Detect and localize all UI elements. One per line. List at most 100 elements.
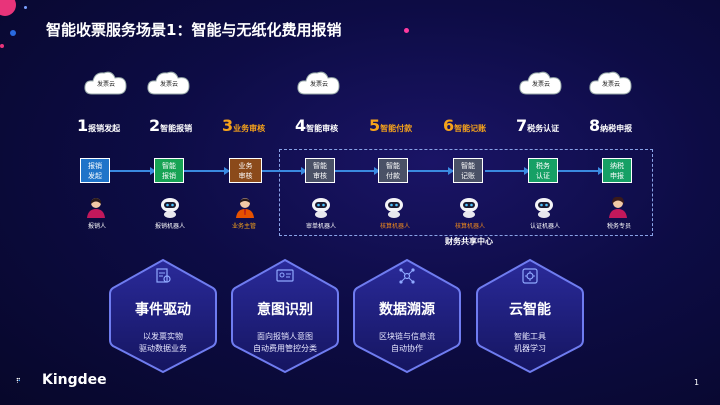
feature-hex-event-driven: 事件驱动 以发票实物 驱动数据业务 — [107, 257, 219, 375]
cloud-label: 发票云 — [309, 81, 328, 88]
box-line: 付款 — [386, 172, 400, 180]
cloud-label: 发票云 — [159, 81, 178, 88]
cloud-icon: 发票云 — [145, 67, 193, 97]
box-line: 税务 — [536, 162, 550, 170]
flow-arrow — [262, 167, 307, 175]
process-box-1: 报销发起 — [80, 158, 110, 183]
step-number: 1 — [77, 116, 89, 135]
actor-label: 认证机器人 — [530, 223, 561, 230]
id-card-icon — [276, 269, 294, 282]
cloud-icon: 发票云 — [587, 67, 635, 97]
box-line: 审核 — [313, 172, 327, 180]
step-4: 4智能审核 — [295, 116, 338, 135]
step-number: 4 — [295, 116, 307, 135]
step-label: 智能审核 — [306, 124, 339, 133]
hex-desc-line: 机器学习 — [514, 344, 546, 353]
actor-label: 核算机器人 — [455, 223, 486, 230]
shared-center-label: 财务共享中心 — [445, 237, 493, 246]
process-box-5: 智能付款 — [378, 158, 408, 183]
step-number: 3 — [222, 116, 234, 135]
flow-arrow — [110, 167, 156, 175]
hex-desc-line: 驱动数据业务 — [139, 344, 187, 353]
robot-icon — [158, 196, 182, 218]
hex-title: 云智能 — [509, 302, 551, 318]
process-box-8: 纳税申报 — [602, 158, 632, 183]
person-icon — [606, 196, 630, 218]
process-box-3: 业务审核 — [229, 158, 262, 183]
page-number: 1 — [694, 378, 700, 387]
step-3: 3业务审核 — [222, 116, 265, 135]
decor-dot — [0, 44, 4, 48]
hex-title: 事件驱动 — [135, 302, 191, 318]
actor-label: 报销人 — [88, 223, 107, 230]
step-label: 智能报销 — [160, 124, 193, 133]
hex-desc-line: 以发票实物 — [143, 332, 183, 341]
decor-dot — [0, 0, 16, 16]
step-label: 业务审核 — [233, 124, 266, 133]
hex-desc-line: 自动费用管控分类 — [253, 344, 317, 353]
step-label: 智能付款 — [380, 124, 413, 133]
step-label: 纳税申报 — [600, 124, 633, 133]
flow-arrow — [408, 167, 454, 175]
cloud-label: 发票云 — [96, 81, 115, 88]
hex-desc-line: 区块链与信息流 — [379, 332, 435, 341]
feature-hex-intent: 意图识别 面向报销人意图 自动费用管控分类 — [229, 257, 341, 375]
robot-icon — [309, 196, 333, 218]
process-box-2: 智能报销 — [154, 158, 184, 183]
box-line: 报销 — [88, 162, 102, 170]
box-line: 智能 — [313, 162, 327, 170]
flow-arrow — [485, 167, 530, 175]
decor-dot — [24, 6, 27, 9]
box-line: 业务 — [238, 162, 253, 170]
process-box-7: 税务认证 — [528, 158, 558, 183]
step-label: 智能记账 — [454, 124, 487, 133]
process-box-6: 智能记账 — [453, 158, 483, 183]
feature-hex-traceability: 数据溯源 区块链与信息流 自动协作 — [351, 257, 463, 375]
flow-arrow — [335, 167, 380, 175]
hex-desc-line: 自动协作 — [391, 344, 423, 353]
kingdee-logo-icon — [16, 377, 20, 383]
box-line: 发起 — [88, 172, 102, 180]
box-line: 认证 — [536, 172, 550, 180]
box-line: 智能 — [162, 162, 176, 170]
person-icon — [84, 196, 108, 218]
step-7: 7税务认证 — [516, 116, 559, 135]
manager-icon — [233, 196, 257, 218]
step-number: 7 — [516, 116, 528, 135]
step-number: 8 — [589, 116, 601, 135]
network-icon — [399, 268, 415, 284]
box-line: 纳税 — [610, 162, 624, 170]
box-line: 申报 — [610, 172, 624, 180]
page-title: 智能收票服务场景1：智能与无纸化费用报销 — [46, 21, 342, 39]
step-5: 5智能付款 — [369, 116, 412, 135]
hex-title: 数据溯源 — [379, 302, 435, 318]
cloud-gear-icon — [522, 268, 538, 284]
actor-label: 税务专员 — [607, 223, 632, 230]
box-line: 报销 — [162, 172, 176, 180]
robot-icon — [382, 196, 406, 218]
hex-desc-line: 智能工具 — [514, 332, 546, 341]
robot-icon — [532, 196, 556, 218]
decor-dot — [10, 30, 16, 36]
box-line: 智能 — [386, 162, 400, 170]
actor-label: 报销机器人 — [155, 223, 186, 230]
document-search-icon — [156, 268, 171, 283]
step-8: 8纳税申报 — [589, 116, 632, 135]
box-line: 智能 — [461, 162, 475, 170]
robot-icon — [457, 196, 481, 218]
actor-label: 核算机器人 — [380, 223, 411, 230]
cloud-icon: 发票云 — [82, 67, 130, 97]
hex-desc-line: 面向报销人意图 — [257, 332, 313, 341]
cloud-icon: 发票云 — [517, 67, 565, 97]
shared-center-region — [279, 149, 653, 236]
step-number: 2 — [149, 116, 161, 135]
actor-label: 审单机器人 — [306, 223, 337, 230]
brand-name: Kingdee — [42, 372, 107, 388]
title-dot — [404, 28, 409, 33]
step-label: 税务认证 — [527, 124, 560, 133]
step-6: 6智能记账 — [443, 116, 486, 135]
box-line: 审核 — [238, 172, 253, 180]
flow-arrow — [558, 167, 604, 175]
step-1: 1报销发起 — [77, 116, 120, 135]
cloud-label: 发票云 — [601, 81, 620, 88]
